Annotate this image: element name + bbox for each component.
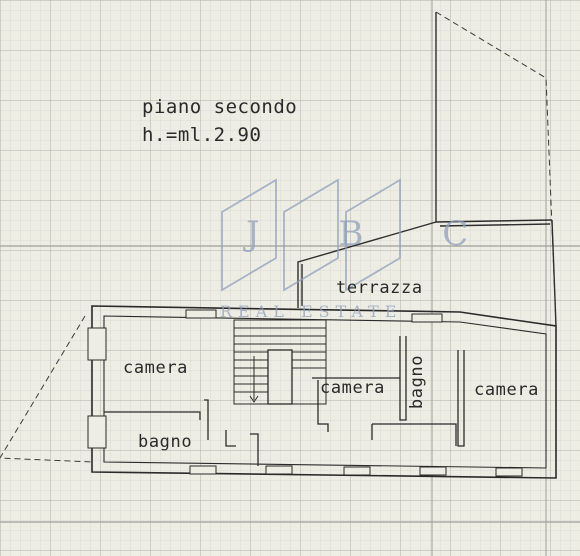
interior-walls (104, 336, 465, 466)
floor-title: piano secondo (142, 96, 298, 118)
room-label-terrace: terrazza (336, 278, 423, 298)
room-label-bedroom-right: camera (474, 380, 540, 400)
watermark-letters: J B C (246, 214, 503, 254)
room-label-bedroom-left: camera (123, 358, 189, 378)
watermark-logo (221, 178, 401, 292)
ceiling-height: h.=ml.2.90 (142, 124, 262, 146)
terrace-walls (297, 12, 557, 327)
windows (87, 309, 523, 477)
watermark-tagline: REAL ESTATE (220, 302, 403, 321)
room-label-bedroom-center: camera (320, 378, 386, 398)
staircase (233, 319, 327, 405)
room-label-bathroom-left: bagno (138, 432, 193, 452)
room-label-bathroom-center: bagno (407, 354, 428, 410)
